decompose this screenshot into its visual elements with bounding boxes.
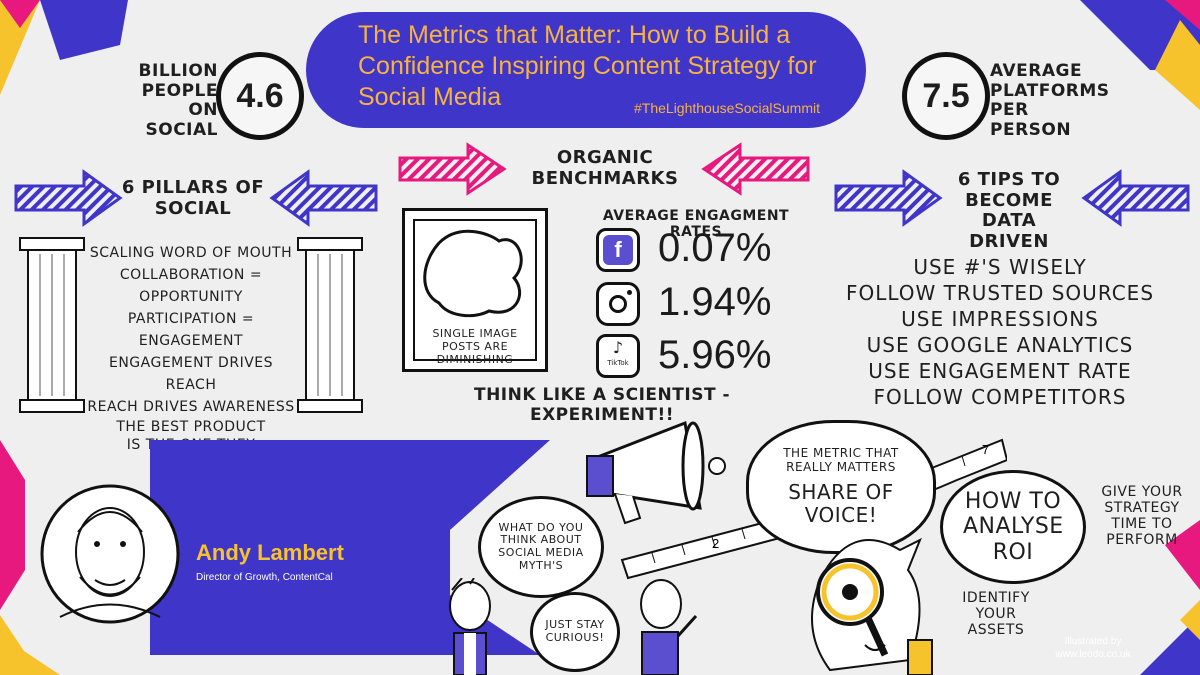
stat-right-circle: 7.5 — [902, 52, 990, 140]
benchmarks-heading: ORGANIC BENCHMARKS — [531, 147, 679, 189]
assets-text: IDENTIFY YOUR ASSETS — [962, 590, 1030, 639]
metric-cloud-top: THE METRIC THAT REALLY MATTERS — [783, 446, 899, 474]
instagram-icon — [596, 282, 640, 326]
tip-item: USE GOOGLE ANALYTICS — [866, 333, 1134, 357]
pillar-item: COLLABORATION = OPPORTUNITY — [119, 267, 263, 305]
stat-right-label: AVERAGE PLATFORMS PER PERSON — [990, 61, 1110, 140]
myth-text: WHAT DO YOU THINK ABOUT SOCIAL MEDIA MYT… — [498, 520, 584, 572]
detective-figure — [811, 537, 933, 675]
blob-icon — [423, 229, 523, 318]
tip-item: FOLLOW TRUSTED SOURCES — [845, 281, 1155, 305]
speaker-name: Andy Lambert — [196, 540, 344, 565]
roi-bubble: HOW TO ANALYSE ROI — [940, 470, 1086, 584]
arrow-left-icon-2 — [1081, 169, 1190, 227]
tip-item: USE IMPRESSIONS — [901, 307, 1099, 331]
speaker-role: Director of Growth, ContentCal — [196, 572, 333, 583]
pillar-left — [19, 237, 85, 413]
roi-text: HOW TO ANALYSE ROI — [963, 489, 1064, 565]
stat-left-label: BILLION PEOPLE ON SOCIAL — [138, 61, 218, 140]
pillar-item: REACH DRIVES AWARENESS — [87, 399, 295, 415]
curious-text: JUST STAY CURIOUS! — [545, 618, 605, 644]
arrow-right-icon-2 — [834, 169, 943, 227]
tiktok-icon: ♪ TikTok — [596, 334, 640, 378]
myth-bubble: WHAT DO YOU THINK ABOUT SOCIAL MEDIA MYT… — [478, 496, 604, 598]
image-frame: SINGLE IMAGE POSTS ARE DIMINISHING — [402, 208, 548, 372]
frame-caption: SINGLE IMAGE POSTS ARE DIMINISHING — [432, 327, 518, 366]
figure-right — [640, 579, 698, 675]
arrow-left-pink-icon — [701, 142, 810, 196]
arrow-right-icon — [14, 169, 123, 227]
tape-number: 7 — [982, 442, 989, 457]
pillar-item: ENGAGEMENT DRIVES REACH — [108, 355, 274, 393]
pillars-heading: 6 PILLARS OF SOCIAL — [121, 177, 265, 219]
tip-item: USE #'S WISELY — [913, 255, 1087, 279]
pillar-item: PARTICIPATION = ENGAGEMENT — [127, 311, 255, 349]
illustrator-credit: Illustrated by www.leodo.co.uk — [1055, 636, 1131, 660]
event-hashtag: #TheLighthouseSocialSummit — [634, 100, 820, 116]
tip-item: FOLLOW COMPETITORS — [873, 385, 1127, 409]
strategy-text: GIVE YOUR STRATEGY TIME TO PERFORM — [1101, 484, 1183, 549]
instagram-rate: 1.94% — [658, 280, 772, 324]
stat-left-circle: 4.6 — [216, 52, 304, 140]
metric-cloud: THE METRIC THAT REALLY MATTERS SHARE OF … — [746, 420, 936, 554]
corner-decor-top-right — [1080, 0, 1200, 110]
title-banner — [306, 12, 866, 128]
tiktok-rate: 5.96% — [658, 333, 772, 377]
corner-decor-bottom-right — [1140, 520, 1200, 675]
tip-item: USE ENGAGEMENT RATE — [868, 359, 1132, 383]
facebook-icon: f — [596, 228, 640, 272]
page-title: The Metrics that Matter: How to Build a … — [358, 21, 817, 111]
tape-number: 2 — [712, 536, 719, 551]
arrow-left-icon — [269, 169, 378, 227]
corner-decor-bottom-left — [0, 440, 60, 675]
tips-list: USE #'S WISELY FOLLOW TRUSTED SOURCES US… — [842, 254, 1158, 410]
metric-cloud-main: SHARE OF VOICE! — [788, 479, 894, 527]
megaphone-icon — [586, 420, 726, 525]
pillar-item: SCALING WORD OF MOUTH — [89, 245, 293, 261]
rates-heading: AVERAGE ENGAGMENT RATES — [602, 208, 790, 241]
experiment-text: THINK LIKE A SCIENTIST - EXPERIMENT!! — [473, 385, 731, 425]
speaker-portrait — [40, 484, 180, 624]
figure-left — [449, 578, 491, 675]
curious-bubble: JUST STAY CURIOUS! — [530, 592, 620, 672]
facebook-rate: 0.07% — [658, 226, 772, 270]
corner-decor-top-left — [0, 0, 128, 95]
pillars-list: SCALING WORD OF MOUTH COLLABORATION = OP… — [82, 242, 300, 472]
data-driven-heading: 6 TIPS TO BECOME DATA DRIVEN — [957, 169, 1061, 253]
arrow-right-pink-icon — [398, 142, 507, 196]
pillar-right — [297, 237, 363, 413]
